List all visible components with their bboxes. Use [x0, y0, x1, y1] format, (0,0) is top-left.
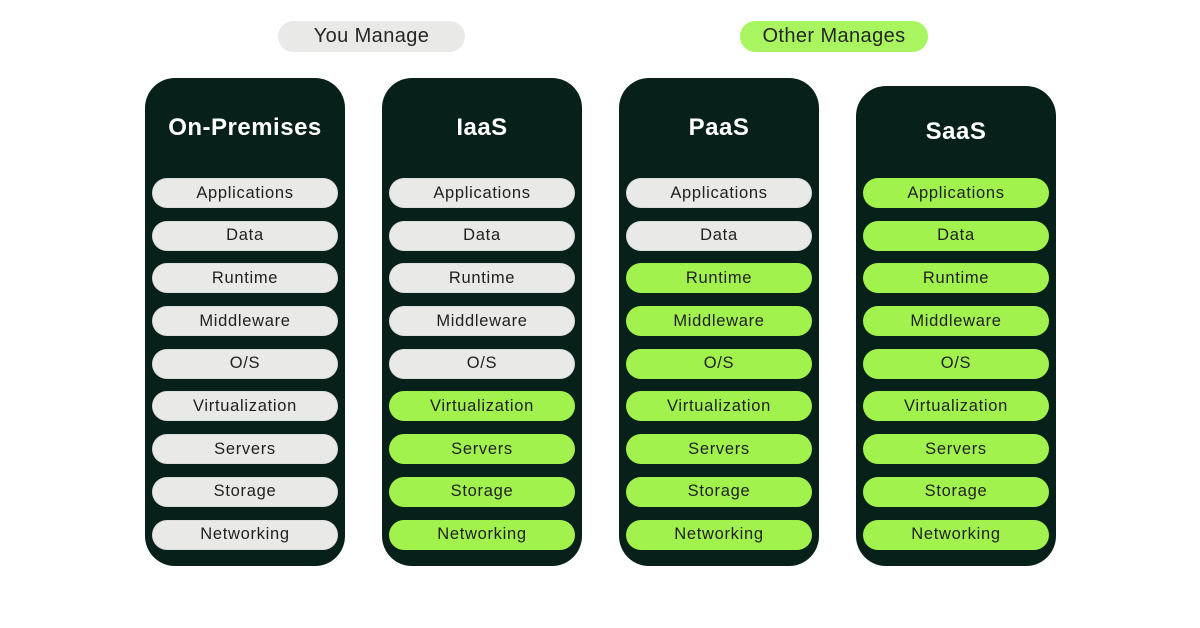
- layer-pill-paas-storage: Storage: [626, 476, 812, 507]
- layer-pill-saas-virtualization: Virtualization: [863, 391, 1049, 422]
- layer-pill-paas-middleware: Middleware: [626, 306, 812, 337]
- layer-pill-on-premises-middleware: Middleware: [152, 306, 338, 337]
- layer-pill-saas-storage: Storage: [863, 476, 1049, 507]
- column-title-on-premises: On-Premises: [168, 114, 322, 141]
- layer-pill-iaas-o-s: O/S: [389, 348, 575, 379]
- layer-pill-on-premises-storage: Storage: [152, 476, 338, 507]
- layer-pill-iaas-virtualization: Virtualization: [389, 391, 575, 422]
- layer-pill-saas-applications: Applications: [863, 178, 1049, 208]
- layer-pill-on-premises-virtualization: Virtualization: [152, 391, 338, 422]
- layer-pill-paas-o-s: O/S: [626, 348, 812, 379]
- layer-pill-on-premises-servers: Servers: [152, 434, 338, 465]
- layer-pill-iaas-servers: Servers: [389, 434, 575, 465]
- layer-pill-iaas-data: Data: [389, 220, 575, 251]
- layer-pill-on-premises-data: Data: [152, 220, 338, 251]
- layer-pill-saas-middleware: Middleware: [863, 306, 1049, 337]
- layer-pill-iaas-applications: Applications: [389, 178, 575, 208]
- layer-pill-saas-servers: Servers: [863, 434, 1049, 465]
- column-title-paas: PaaS: [688, 114, 750, 141]
- layer-pill-saas-runtime: Runtime: [863, 263, 1049, 294]
- layer-pill-saas-networking: Networking: [863, 519, 1049, 550]
- column-title-iaas: IaaS: [456, 114, 508, 141]
- layer-pill-paas-applications: Applications: [626, 178, 812, 208]
- layer-pill-iaas-storage: Storage: [389, 476, 575, 507]
- layer-pill-paas-servers: Servers: [626, 434, 812, 465]
- layer-pill-on-premises-applications: Applications: [152, 178, 338, 208]
- legend-you-manage: You Manage: [278, 21, 465, 52]
- layer-pill-iaas-networking: Networking: [389, 519, 575, 550]
- layer-pill-paas-virtualization: Virtualization: [626, 391, 812, 422]
- legend-other-manages: Other Manages: [740, 21, 928, 52]
- layer-pill-on-premises-networking: Networking: [152, 519, 338, 550]
- layer-pill-saas-o-s: O/S: [863, 348, 1049, 379]
- layer-pill-saas-data: Data: [863, 220, 1049, 251]
- column-title-saas: SaaS: [925, 118, 987, 145]
- layer-pill-iaas-runtime: Runtime: [389, 263, 575, 294]
- layer-pill-paas-networking: Networking: [626, 519, 812, 550]
- layer-pill-iaas-middleware: Middleware: [389, 306, 575, 337]
- layer-pill-on-premises-o-s: O/S: [152, 348, 338, 379]
- layer-pill-paas-data: Data: [626, 220, 812, 251]
- layer-pill-on-premises-runtime: Runtime: [152, 263, 338, 294]
- layer-pill-paas-runtime: Runtime: [626, 263, 812, 294]
